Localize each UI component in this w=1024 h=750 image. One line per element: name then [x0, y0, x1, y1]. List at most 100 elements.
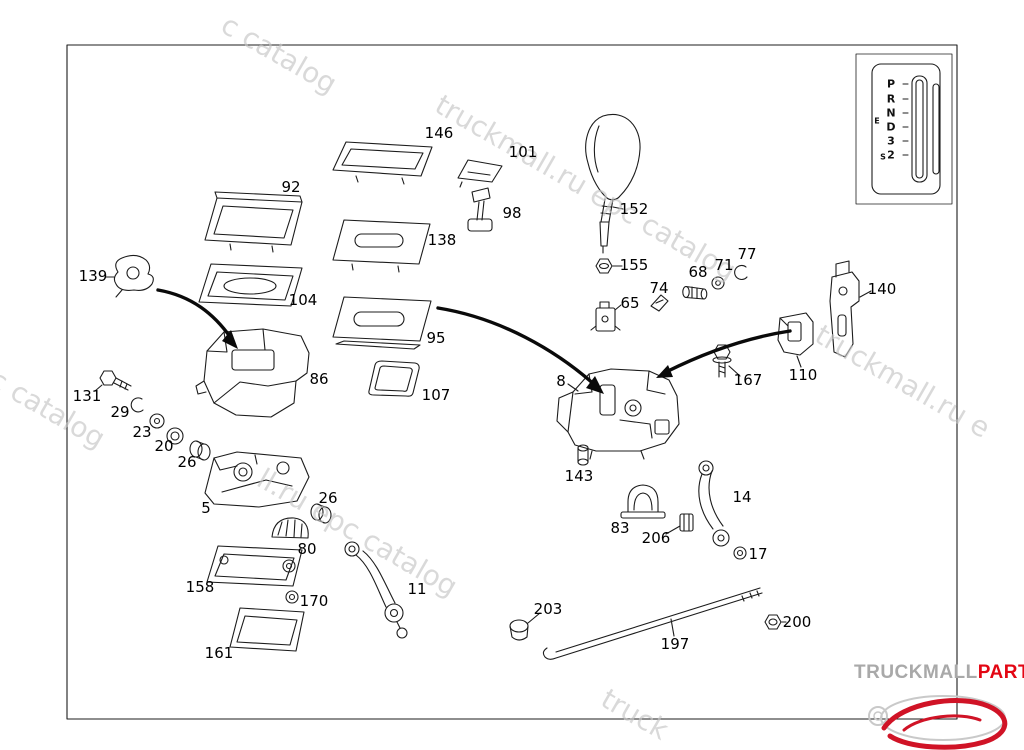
part-143-art	[577, 444, 589, 466]
logo-brand-text: TRUCKMALL	[854, 662, 978, 683]
part-11-art	[344, 541, 408, 639]
part-label-11: 11	[407, 580, 427, 598]
part-20-art	[166, 427, 184, 445]
part-label-155: 155	[619, 256, 649, 274]
part-26a-art	[189, 440, 211, 461]
part-203-art	[509, 619, 529, 641]
gate-letter-P: P	[886, 77, 896, 91]
part-197-art	[542, 587, 763, 660]
part-200-art	[764, 614, 782, 630]
gate-letter-2: 2	[887, 148, 895, 162]
part-label-131: 131	[72, 387, 102, 405]
part-label-170: 170	[299, 592, 329, 610]
gate-letter-3: 3	[887, 134, 895, 148]
part-label-203: 203	[533, 600, 563, 618]
part-77-art	[734, 264, 748, 281]
part-206-art	[679, 513, 694, 532]
part-label-80: 80	[297, 540, 317, 558]
gate-letter-R: R	[886, 92, 896, 106]
gate-letter-D: D	[886, 120, 896, 134]
part-139-art	[113, 254, 154, 298]
part-104-art	[198, 263, 303, 307]
part-140-art	[829, 260, 860, 358]
part-138-art	[332, 219, 431, 273]
part-label-68: 68	[688, 263, 708, 281]
part-23-art	[149, 413, 165, 429]
part-label-74: 74	[649, 279, 669, 297]
part-65-art	[590, 301, 621, 332]
part-label-5: 5	[201, 499, 211, 517]
part-label-83: 83	[610, 519, 630, 537]
part-68-art	[682, 285, 708, 300]
part-label-138: 138	[427, 231, 457, 249]
logo-text: TRUCKMALLPARTS	[854, 662, 1024, 684]
part-label-161: 161	[204, 644, 234, 662]
gate-side-letter-S: S	[880, 152, 886, 162]
part-label-14: 14	[732, 488, 752, 506]
assembly-arrows	[156, 288, 792, 394]
part-92-art	[204, 191, 303, 253]
part-17-art	[733, 546, 747, 560]
shift-gate-art	[855, 53, 953, 205]
part-label-92: 92	[281, 178, 301, 196]
part-161-art	[229, 607, 305, 652]
part-label-77: 77	[737, 245, 757, 263]
part-101-art	[457, 159, 503, 188]
gate-side-letter-E: E	[874, 116, 880, 126]
part-label-29: 29	[110, 403, 130, 421]
part-label-197: 197	[660, 635, 690, 653]
part-label-95: 95	[426, 329, 446, 347]
part-14-art	[698, 460, 730, 547]
part-label-110: 110	[788, 366, 818, 384]
part-98-art	[467, 187, 493, 232]
part-146-art	[332, 141, 433, 185]
part-label-139: 139	[78, 267, 108, 285]
part-170-art	[285, 590, 299, 604]
part-95-art	[332, 296, 432, 350]
truckmall-logo: TRUCKMALLPARTS	[848, 658, 1024, 750]
logo-suffix-text: PARTS	[977, 662, 1024, 683]
part-label-71: 71	[714, 256, 734, 274]
part-131-art	[99, 370, 132, 391]
part-86-art	[195, 328, 310, 418]
part-label-206: 206	[641, 529, 671, 547]
part-71-art	[711, 276, 725, 290]
part-107-art	[368, 360, 420, 397]
part-152-art	[585, 114, 641, 254]
part-label-8: 8	[556, 372, 566, 390]
part-label-200: 200	[782, 613, 812, 631]
part-label-143: 143	[564, 467, 594, 485]
logo-swirl-icon	[868, 695, 1008, 750]
part-label-17: 17	[748, 545, 768, 563]
part-label-23: 23	[132, 423, 152, 441]
part-155-art	[595, 258, 613, 274]
part-label-146: 146	[424, 124, 454, 142]
part-label-158: 158	[185, 578, 215, 596]
part-label-167: 167	[733, 371, 763, 389]
part-167-art	[712, 344, 732, 378]
part-80-art	[271, 517, 309, 539]
part-label-98: 98	[502, 204, 522, 222]
figure-frame	[66, 44, 958, 720]
part-74-art	[650, 294, 669, 312]
part-label-107: 107	[421, 386, 451, 404]
part-label-101: 101	[508, 143, 538, 161]
part-29-art	[130, 397, 144, 413]
part-label-140: 140	[867, 280, 897, 298]
part-label-26: 26	[318, 489, 338, 507]
part-158-art	[206, 545, 303, 587]
part-label-152: 152	[619, 200, 649, 218]
part-83-art	[620, 484, 666, 519]
part-label-65: 65	[620, 294, 640, 312]
part-26b-art	[310, 503, 332, 524]
part-label-26: 26	[177, 453, 197, 471]
gate-letter-N: N	[886, 106, 896, 120]
part-5-art	[204, 451, 310, 508]
part-label-20: 20	[154, 437, 174, 455]
part-label-104: 104	[288, 291, 318, 309]
part-label-86: 86	[309, 370, 329, 388]
